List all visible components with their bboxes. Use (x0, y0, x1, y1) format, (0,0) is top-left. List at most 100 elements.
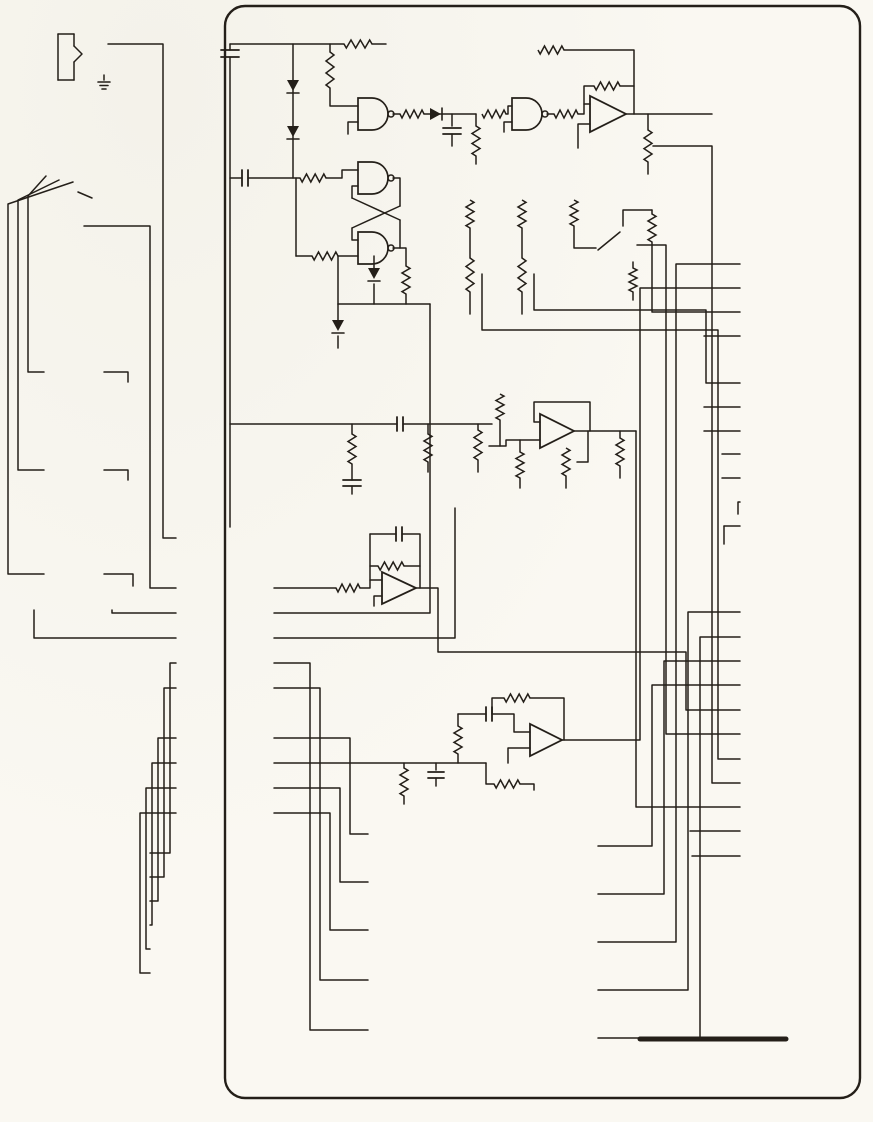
resistor-symbol (494, 393, 506, 421)
diode-icon (430, 108, 441, 120)
wire (273, 303, 431, 614)
wire (273, 787, 369, 883)
wire (149, 662, 177, 854)
wire (577, 123, 591, 149)
resistor-symbol (311, 250, 339, 262)
wire (597, 660, 741, 895)
wire (573, 225, 597, 249)
wire (485, 762, 495, 785)
opamp-icon (539, 412, 577, 450)
resistor-symbol (646, 213, 658, 243)
wire (103, 469, 129, 481)
resistor-symbol (422, 433, 434, 463)
resistor-symbol (377, 560, 405, 572)
resistor-symbol (627, 267, 639, 293)
resistor-symbol (516, 257, 528, 293)
resistor-symbol (560, 447, 572, 477)
wire (488, 439, 541, 447)
resistor-symbol (503, 692, 531, 704)
wire (103, 371, 129, 383)
wire (145, 787, 177, 950)
wire (73, 45, 83, 63)
diode-icon (287, 126, 299, 137)
resistor-symbol (335, 582, 361, 594)
resistor-symbol (470, 125, 482, 157)
wire (149, 762, 177, 926)
wire (563, 49, 635, 87)
wire (83, 225, 177, 589)
wire (351, 197, 401, 221)
wire (7, 181, 74, 575)
resistor-symbol (324, 51, 336, 89)
nand-gate-icon (387, 110, 395, 118)
diode-icon (332, 320, 344, 331)
wire (529, 697, 565, 741)
wire (505, 105, 513, 115)
wire (503, 121, 513, 133)
resistor-symbol (472, 429, 484, 461)
wire (597, 231, 621, 251)
nand-gate-icon (541, 110, 549, 118)
wire (577, 103, 591, 115)
resistor-symbol (493, 778, 521, 790)
wire (273, 662, 369, 1031)
main-enclosure (223, 4, 862, 1100)
resistor-symbol (400, 265, 412, 295)
wire (33, 609, 177, 639)
wire (519, 783, 535, 791)
resistor-symbol (464, 199, 476, 229)
wire (273, 687, 369, 981)
wire (597, 611, 741, 991)
nand-gate-icon (387, 244, 395, 252)
wire (401, 533, 421, 589)
wire (622, 209, 653, 227)
wire (737, 501, 741, 515)
resistor-symbol (398, 767, 410, 797)
wire (77, 191, 93, 199)
wire (273, 812, 369, 931)
wire (351, 227, 359, 241)
resistor-symbol (399, 108, 425, 120)
resistor-symbol (464, 257, 476, 293)
nand-gate-icon (357, 161, 389, 195)
diode-icon (368, 268, 380, 279)
resistor-symbol (642, 129, 654, 163)
wire (392, 177, 401, 207)
wire (351, 185, 359, 199)
opamp-icon (381, 570, 419, 606)
wire (103, 573, 134, 587)
wire (415, 587, 741, 711)
wire (359, 533, 371, 589)
wire (481, 273, 741, 760)
nand-gate-icon (357, 231, 389, 265)
nand-gate-icon (357, 97, 389, 131)
resistor-symbol (614, 437, 626, 467)
wire (139, 812, 177, 974)
wire (149, 737, 177, 902)
wire (507, 747, 531, 764)
opamp-icon (589, 94, 629, 134)
opamp-icon (529, 722, 565, 758)
wire (635, 430, 741, 808)
resistor-symbol (346, 433, 358, 465)
wire (533, 273, 741, 384)
wire (392, 219, 401, 249)
resistor-symbol (537, 44, 565, 56)
wire (636, 244, 741, 735)
diode-icon (287, 80, 299, 91)
wire (273, 737, 369, 835)
wire (652, 145, 741, 784)
wire (351, 205, 401, 229)
wire (399, 247, 407, 267)
wire (561, 287, 741, 741)
wire (273, 507, 456, 639)
wire (491, 713, 531, 733)
resistor-symbol (299, 172, 327, 184)
wire (325, 169, 359, 179)
wire (491, 697, 505, 715)
resistor-symbol (343, 38, 373, 50)
resistor-symbol (514, 451, 526, 479)
wire (17, 179, 60, 471)
resistor-symbol (593, 80, 621, 92)
